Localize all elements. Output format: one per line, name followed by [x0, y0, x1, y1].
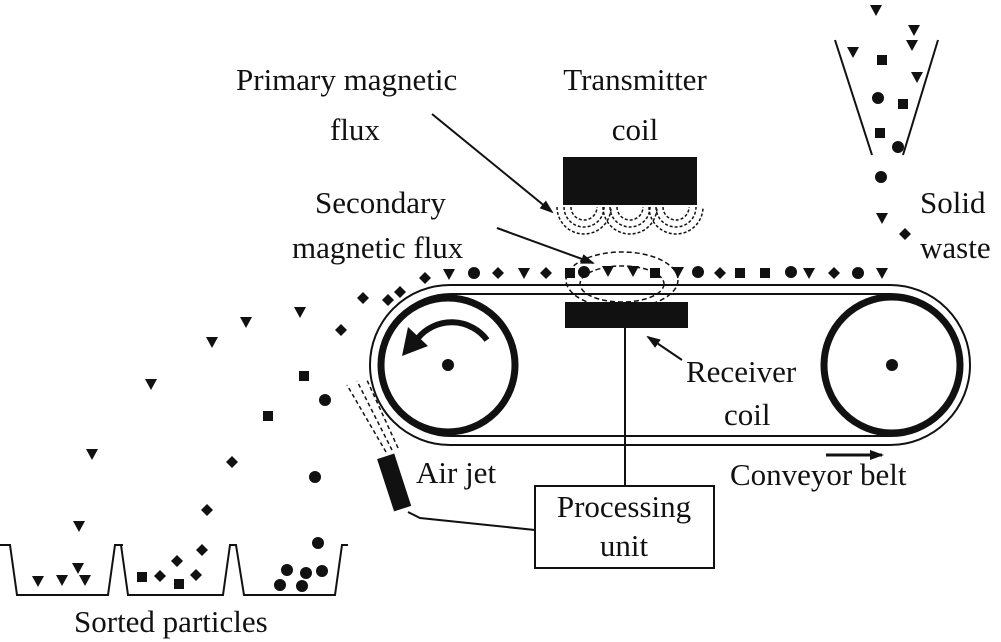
particle [875, 171, 887, 183]
primary-flux-arrow [431, 113, 554, 214]
particle [154, 570, 166, 582]
particle [309, 471, 321, 483]
particle [206, 337, 218, 348]
particle [876, 268, 888, 279]
particle [803, 268, 815, 279]
solid-waste-label-1: Solid [920, 185, 986, 220]
particle [73, 521, 85, 532]
particle [201, 504, 213, 516]
particle [870, 5, 882, 16]
air-jet-label: Air jet [416, 455, 496, 490]
particle [316, 565, 328, 577]
particle [296, 580, 308, 592]
solid-waste-label-2: waste [920, 230, 991, 265]
particle [876, 213, 888, 224]
particle [714, 267, 726, 279]
particle [335, 324, 347, 336]
particle [394, 286, 406, 298]
particle [300, 567, 312, 579]
particle [174, 579, 184, 589]
particle [540, 267, 552, 279]
particle [86, 449, 98, 460]
transmitter-label-2: coil [612, 112, 659, 147]
particle [79, 575, 91, 586]
particle [672, 267, 684, 278]
transmitter-coil [563, 157, 697, 205]
particle [468, 267, 480, 279]
particle [240, 317, 252, 328]
primary-flux-label-1: Primary magnetic [236, 62, 457, 97]
particle [760, 268, 770, 278]
particle [578, 266, 590, 278]
particle [875, 128, 885, 138]
particle [419, 272, 431, 284]
processing-label-1: Processing [557, 489, 691, 524]
particle [602, 266, 614, 277]
particle [828, 267, 840, 279]
secondary-flux-lines [565, 251, 679, 309]
receiver-label-2: coil [724, 397, 771, 432]
primary-flux-lines [556, 206, 704, 235]
particle [319, 394, 331, 406]
particle [299, 371, 309, 381]
secondary-flux-label-1: Secondary [315, 185, 446, 220]
particle [196, 544, 208, 556]
receiver-coil [565, 302, 688, 328]
receiver-label-1: Receiver [686, 354, 797, 389]
sorting-bins [0, 544, 348, 596]
transmitter-label-1: Transmitter [563, 62, 707, 97]
particle [565, 268, 575, 278]
particle [274, 579, 286, 591]
particle [872, 92, 884, 104]
particle [908, 25, 920, 36]
sorted-particles-label: Sorted particles [74, 604, 268, 639]
air-stream [346, 377, 399, 453]
particle [226, 456, 238, 468]
particle [357, 292, 369, 304]
particle [899, 228, 911, 240]
hopper [834, 39, 939, 156]
particle [627, 266, 639, 277]
particle [281, 564, 293, 576]
particle [492, 267, 504, 279]
secondary-flux-arrow [496, 227, 595, 264]
particle [692, 266, 704, 278]
particle [294, 307, 306, 318]
particle [56, 575, 68, 586]
particle [650, 268, 660, 278]
particle [137, 572, 147, 582]
left-pulley [377, 294, 519, 436]
conveyor-belt-label: Conveyor belt [730, 457, 907, 492]
secondary-flux-label-2: magnetic flux [292, 230, 464, 265]
particle [145, 379, 157, 390]
particle [735, 268, 745, 278]
particle [443, 269, 455, 280]
particle [382, 294, 394, 306]
particle [785, 266, 797, 278]
particle [847, 47, 859, 58]
particle [898, 99, 908, 109]
rotation-arrow-icon [402, 319, 490, 356]
air-jet-wire [407, 511, 536, 531]
particle [906, 40, 918, 51]
particles [32, 5, 923, 592]
primary-flux-label-2: flux [330, 112, 380, 147]
particle [518, 268, 530, 279]
particle [911, 72, 923, 83]
right-pulley [820, 293, 964, 437]
particle [877, 55, 887, 65]
processing-label-2: unit [600, 528, 649, 563]
particle [852, 267, 864, 279]
particle [312, 537, 324, 549]
receiver-arrow [646, 335, 683, 361]
air-jet-nozzle [377, 453, 412, 512]
particle [892, 141, 904, 153]
particle [263, 411, 273, 421]
particle [171, 555, 183, 567]
particle [32, 576, 44, 587]
particle [190, 569, 202, 581]
particle [72, 563, 84, 574]
